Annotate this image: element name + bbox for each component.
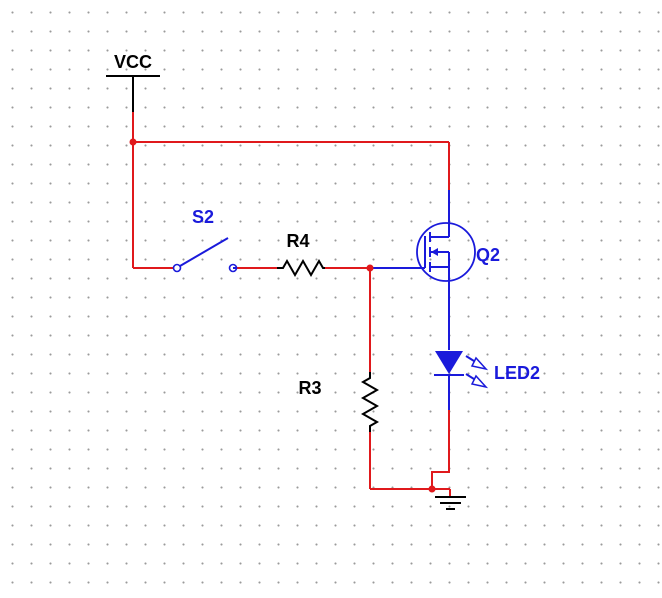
wire-led-to-ground[interactable]: [431, 410, 450, 489]
resistor-r4[interactable]: R4: [277, 231, 325, 278]
r3-label: R3: [298, 378, 321, 398]
r4-label: R4: [286, 231, 309, 251]
junction-ground: [428, 485, 436, 493]
led-led2[interactable]: LED2: [434, 290, 540, 410]
junction-vcc: [129, 138, 137, 146]
junction-gate-node: [366, 264, 374, 272]
mosfet-q2[interactable]: Q2: [370, 190, 500, 290]
switch-s2[interactable]: S2: [172, 207, 238, 273]
vcc-label: VCC: [114, 52, 152, 72]
resistor-r3[interactable]: R3: [298, 372, 380, 432]
wires: [132, 112, 451, 497]
ground-symbol[interactable]: [435, 496, 466, 510]
q2-label: Q2: [476, 245, 500, 265]
vcc-symbol[interactable]: VCC: [106, 52, 160, 112]
junctions: [129, 138, 436, 493]
switch-label: S2: [192, 207, 214, 227]
led-label: LED2: [494, 363, 540, 383]
